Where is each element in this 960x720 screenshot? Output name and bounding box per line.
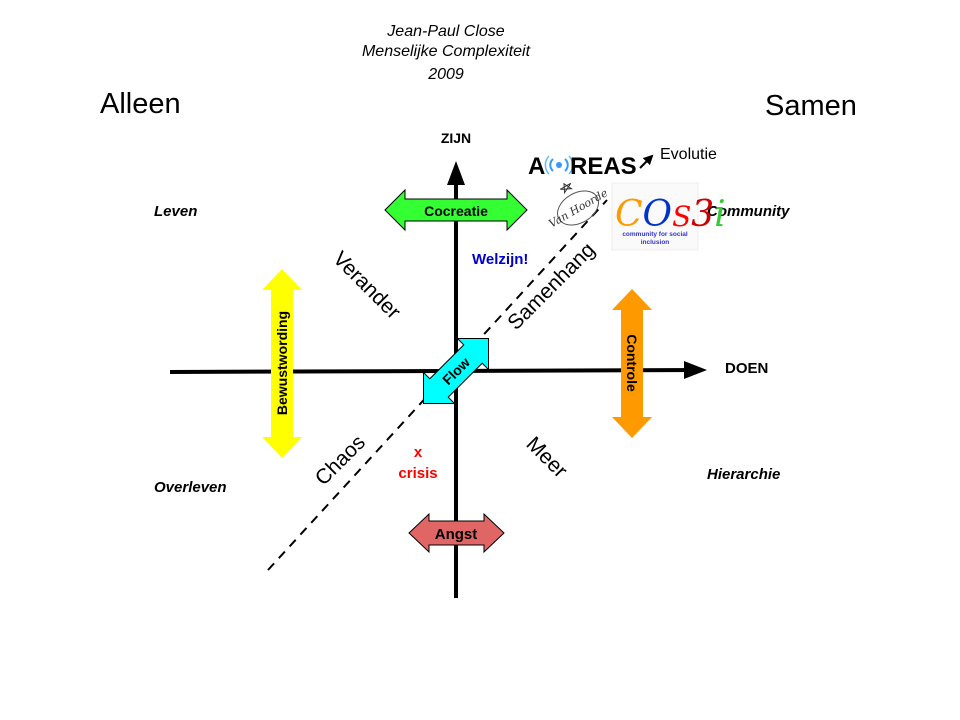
- cosi-letter: S: [672, 200, 691, 233]
- bewustwording-double-arrow: [262, 269, 302, 458]
- horizontal-axis: [169, 368, 703, 374]
- cosi-letter: 3: [691, 194, 714, 235]
- areas-logo-suffix: REAS: [570, 153, 637, 180]
- axis-label-doen: DOEN: [725, 360, 768, 377]
- evolutie-label: Evolutie: [660, 146, 717, 163]
- axis-label-zijn: ZIJN: [441, 130, 471, 146]
- wireless-signal-icon: [544, 155, 574, 175]
- quadrant-label-hierarchie: Hierarchie: [707, 466, 780, 483]
- diagonal-dashed-line: [267, 199, 608, 571]
- areas-logo: A REAS: [528, 153, 637, 180]
- year-text: 2009: [427, 66, 464, 83]
- crisis-marker: x: [414, 444, 423, 461]
- cosi-logo: COS3i community for social inclusion: [611, 182, 726, 251]
- cosi-letter: i: [714, 194, 726, 235]
- crisis-label: crisis: [398, 465, 437, 482]
- cosi-letter: O: [643, 194, 673, 235]
- flow-arrow-group: Flow: [422, 337, 490, 405]
- cosi-logo-wordmark: COS3i: [615, 194, 726, 235]
- flow-double-arrow: [422, 337, 490, 405]
- vertical-axis-arrowhead: [447, 161, 465, 185]
- evolutie-arrow: [639, 154, 654, 169]
- cocreatie-label: Cocreatie: [424, 203, 488, 219]
- quadrant-label-leven: Leven: [154, 203, 197, 220]
- cosi-letter: C: [615, 194, 643, 235]
- cocreatie-double-arrow: [384, 188, 528, 232]
- areas-logo-prefix: A: [528, 153, 545, 180]
- angst-double-arrow: [408, 512, 505, 554]
- cosi-logo-background: [611, 182, 699, 251]
- quadrant-label-overleven: Overleven: [154, 479, 227, 496]
- cosi-tagline-line1: community for social: [622, 231, 688, 238]
- controle-double-arrow: [612, 289, 652, 438]
- star-icon: [560, 182, 573, 195]
- diagonal-label-chaos: Chaos: [311, 431, 370, 490]
- subtitle-text: Menselijke Complexiteit: [362, 43, 531, 60]
- controle-label: Controle: [624, 334, 640, 392]
- cosi-tagline-line2: inclusion: [641, 239, 670, 246]
- corner-label-right: Samen: [765, 90, 857, 122]
- quadrant-label-community: Community: [707, 203, 790, 220]
- diagonal-label-meer: Meer: [522, 432, 572, 482]
- bewustwording-label: Bewustwording: [274, 311, 290, 415]
- corner-label-left: Alleen: [100, 88, 181, 120]
- horizontal-axis-arrowhead: [684, 361, 707, 379]
- author-text: Jean-Paul Close: [386, 23, 505, 40]
- welzijn-label: Welzijn!: [472, 251, 528, 268]
- angst-label: Angst: [435, 526, 478, 543]
- diagonal-label-verander: Verander: [328, 247, 405, 324]
